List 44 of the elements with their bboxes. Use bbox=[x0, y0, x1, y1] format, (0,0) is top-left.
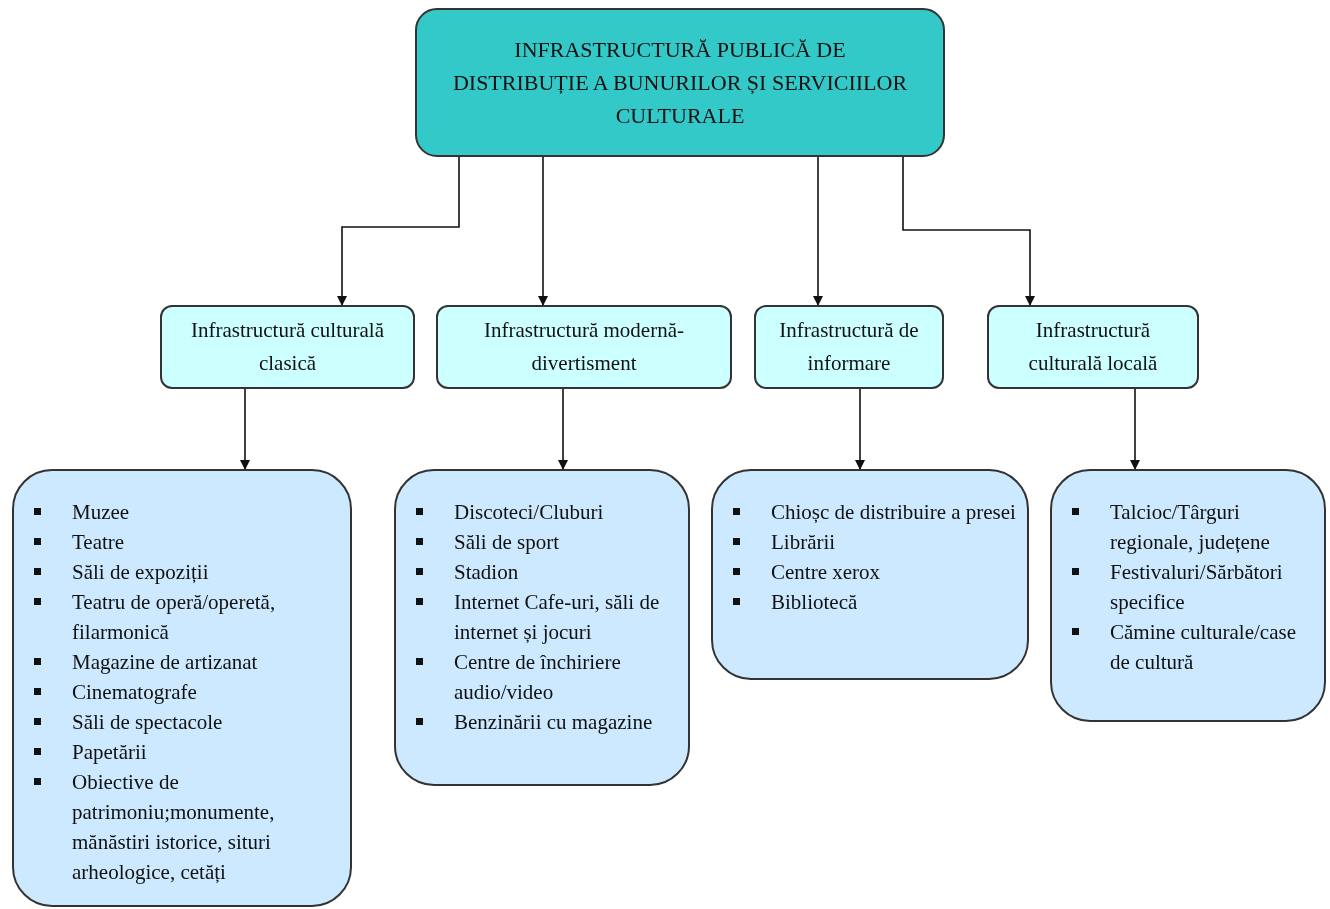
root-box bbox=[415, 8, 945, 157]
arrow bbox=[337, 156, 460, 306]
list-box bbox=[394, 469, 690, 786]
list-item: Benzinării cu magazine bbox=[454, 710, 653, 734]
list-item: Centre de închiriere audio/video bbox=[454, 650, 621, 704]
list-item: Internet Cafe-uri, săli de internet și jocuri bbox=[454, 590, 660, 644]
list-box bbox=[1050, 469, 1326, 722]
category-box bbox=[754, 305, 944, 389]
list-item: Teatru de operă/operetă, filarmonică bbox=[72, 590, 276, 644]
list-item: Librării bbox=[771, 530, 836, 554]
box-title: Infrastructură modernă-divertisment bbox=[483, 317, 685, 377]
list-item: Stadion bbox=[454, 560, 519, 584]
arrow bbox=[538, 156, 548, 306]
list-item: Chioșc de distribuire a presei bbox=[771, 500, 1016, 524]
list-item: Obiective de patrimoniu;monumente, mănăstiri istorice, situri arheologice, cetăți bbox=[72, 770, 275, 884]
arrow bbox=[855, 388, 865, 470]
list-box bbox=[12, 469, 352, 907]
box-title: Infrastructură culturală clasică bbox=[190, 317, 385, 377]
list-item: Talcioc/Târguri regionale, județene bbox=[1110, 500, 1270, 554]
arrow bbox=[240, 388, 250, 470]
category-box bbox=[160, 305, 415, 389]
arrow bbox=[902, 156, 1035, 306]
box-title: Infrastructură de informare bbox=[778, 317, 920, 377]
arrow bbox=[558, 388, 568, 470]
list-item: Bibliotecă bbox=[771, 590, 858, 614]
list-item: Săli de sport bbox=[454, 530, 559, 554]
box-title: Infrastructură culturală locală bbox=[1027, 317, 1159, 377]
list-item: Săli de spectacole bbox=[72, 710, 223, 734]
category-box bbox=[987, 305, 1199, 389]
list-item: Centre xerox bbox=[771, 560, 881, 584]
list-item: Festivaluri/Sărbători specifice bbox=[1110, 560, 1283, 614]
arrow bbox=[813, 156, 823, 306]
list-box bbox=[711, 469, 1029, 680]
list-item: Săli de expoziții bbox=[72, 560, 209, 584]
arrow bbox=[1130, 388, 1140, 470]
list-item: Magazine de artizanat bbox=[72, 650, 258, 674]
list-item: Discoteci/Cluburi bbox=[454, 500, 604, 524]
list-item: Teatre bbox=[72, 530, 125, 554]
list-item: Muzee bbox=[72, 500, 130, 524]
list-item: Cămine culturale/case de cultură bbox=[1110, 620, 1296, 674]
list-item: Papetării bbox=[72, 740, 147, 764]
category-box bbox=[436, 305, 732, 389]
box-title: INFRASTRUCTURĂ PUBLICĂ DE DISTRIBUȚIE A BUNURILOR ȘI SERVICIILOR CULTURALE bbox=[451, 36, 909, 130]
list-item: Cinematografe bbox=[72, 680, 197, 704]
